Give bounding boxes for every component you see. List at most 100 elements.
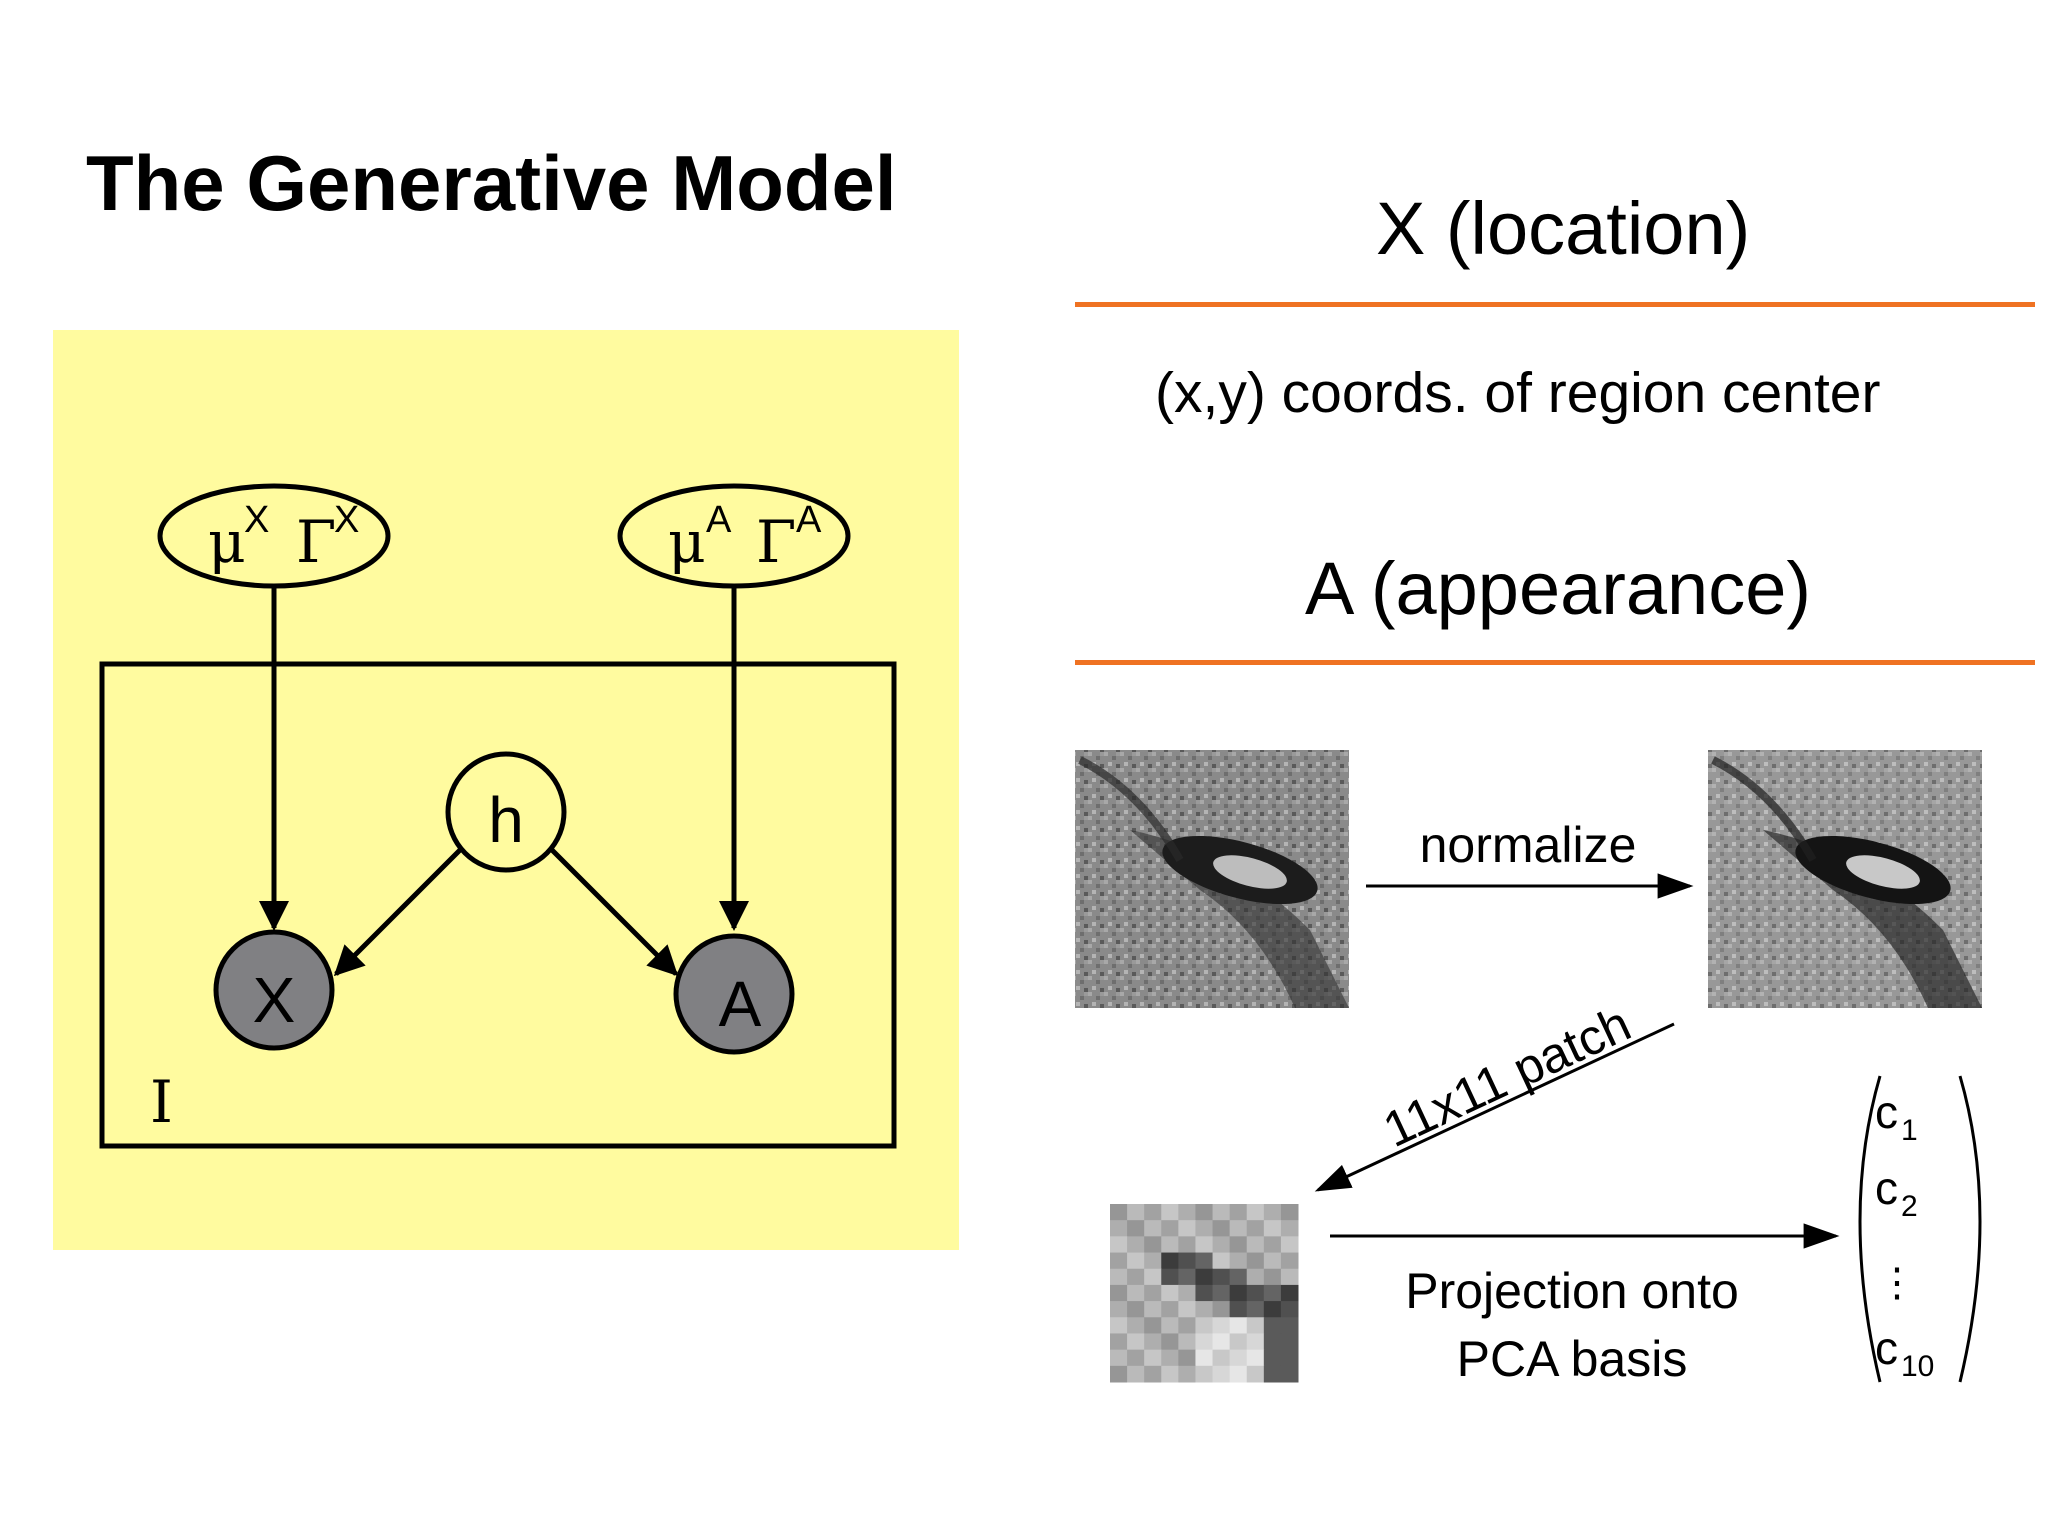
patch-pixel [1110,1236,1128,1254]
patch-pixel [1161,1252,1179,1270]
x-node: X [213,929,335,1051]
patch-pixel [1161,1317,1179,1334]
a-node-label: A [719,968,762,1040]
edge-h-to-x [333,846,464,977]
patch-pixel [1127,1301,1145,1318]
mu-a-symbol: μ [668,508,706,576]
patch-pixel [1229,1204,1248,1221]
patch-pixel [1178,1365,1196,1383]
patch-pixel [1178,1204,1196,1221]
vector-left-paren [1858,1075,1882,1383]
orange-divider-bottom [1075,660,2035,665]
patch-image [1110,1204,1299,1383]
patch-pixel [1127,1284,1145,1302]
mu-a-superscript: A [706,499,732,541]
patch-pixel [1212,1317,1231,1334]
patch-pixel [1161,1333,1179,1351]
patch-pixel [1263,1236,1282,1254]
patch-pixel [1212,1268,1231,1286]
patch-pixel [1212,1301,1231,1318]
patch-pixel [1195,1301,1214,1318]
patch-pixel [1229,1333,1248,1351]
patch-pixel [1263,1284,1282,1302]
patch-pixel [1144,1365,1162,1383]
plate [99,661,897,1149]
patch-pixel [1127,1268,1145,1286]
patch-pixel [1161,1220,1179,1237]
patch-pixel [1246,1365,1265,1383]
patch-pixel [1229,1236,1248,1254]
patch-pixel [1246,1349,1265,1367]
patch-pixel [1263,1317,1282,1334]
patch-pixel [1195,1220,1214,1237]
patch-pixel [1195,1268,1214,1286]
patch-pixel [1246,1204,1265,1221]
patch-pixel [1195,1365,1214,1383]
patch-pixel [1280,1333,1299,1351]
patch-pixel [1178,1220,1196,1237]
coef-c1: c [1875,1086,1898,1138]
edge-h-to-a [548,846,679,977]
coef-c10-subscript: 10 [1901,1350,1934,1383]
patch-label: 11x11 patch [1375,995,1639,1158]
patch-pixel [1229,1317,1248,1334]
patch-pixel [1195,1349,1214,1367]
patch-pixel [1246,1317,1265,1334]
patch-pixel [1110,1349,1128,1367]
patch-pixel [1246,1268,1265,1286]
patch-pixel [1110,1365,1128,1383]
patch-pixel [1263,1365,1282,1383]
patch-pixel [1144,1317,1162,1334]
a-appearance-heading: A (appearance) [1305,547,1812,630]
patch-pixel [1127,1333,1145,1351]
patch-pixel [1110,1220,1128,1237]
patch-pixel [1263,1252,1282,1270]
patch-pixel [1144,1220,1162,1237]
patch-arrow [1314,1022,1675,1192]
patch-pixel [1110,1333,1128,1351]
patch-pixel [1195,1204,1214,1221]
patch-pixel [1229,1268,1248,1286]
patch-pixel [1263,1268,1282,1286]
patch-pixel [1263,1333,1282,1351]
patch-pixel [1246,1252,1265,1270]
x-location-heading: X (location) [1376,187,1751,270]
patch-pixel [1127,1349,1145,1367]
h-node-label: h [488,784,524,856]
patch-pixel [1280,1317,1299,1334]
patch-pixel [1212,1204,1231,1221]
patch-pixel [1178,1333,1196,1351]
patch-pixel [1212,1252,1231,1270]
patch-pixel [1246,1301,1265,1318]
patch-pixel [1280,1349,1299,1367]
gamma-x-superscript: X [334,499,359,541]
gamma-a-symbol: Γ [756,508,796,576]
patch-pixel [1212,1365,1231,1383]
patch-pixel [1178,1317,1196,1334]
mu-x-superscript: X [244,499,269,541]
patch-pixel [1195,1317,1214,1334]
patch-pixel [1263,1349,1282,1367]
patch-pixel [1229,1220,1248,1237]
patch-pixel [1212,1333,1231,1351]
patch-pixel [1110,1284,1128,1302]
patch-pixel [1229,1365,1248,1383]
patch-pixel [1280,1204,1299,1221]
patch-pixel [1144,1301,1162,1318]
patch-pixel [1280,1268,1299,1286]
patch-pixel [1263,1204,1282,1221]
patch-pixel [1144,1349,1162,1367]
patch-pixel [1144,1284,1162,1302]
patch-pixel [1178,1301,1196,1318]
patch-pixel [1127,1252,1145,1270]
patch-pixel [1280,1236,1299,1254]
patch-pixel [1212,1220,1231,1237]
a-node: A [673,933,795,1055]
projection-label-line1: Projection onto [1405,1263,1739,1319]
eye-image-original [1075,750,1349,1008]
mu-x-node: μ X Γ X [157,483,391,589]
patch-pixel [1212,1349,1231,1367]
patch-pixel [1178,1268,1196,1286]
patch-pixel [1280,1220,1299,1237]
